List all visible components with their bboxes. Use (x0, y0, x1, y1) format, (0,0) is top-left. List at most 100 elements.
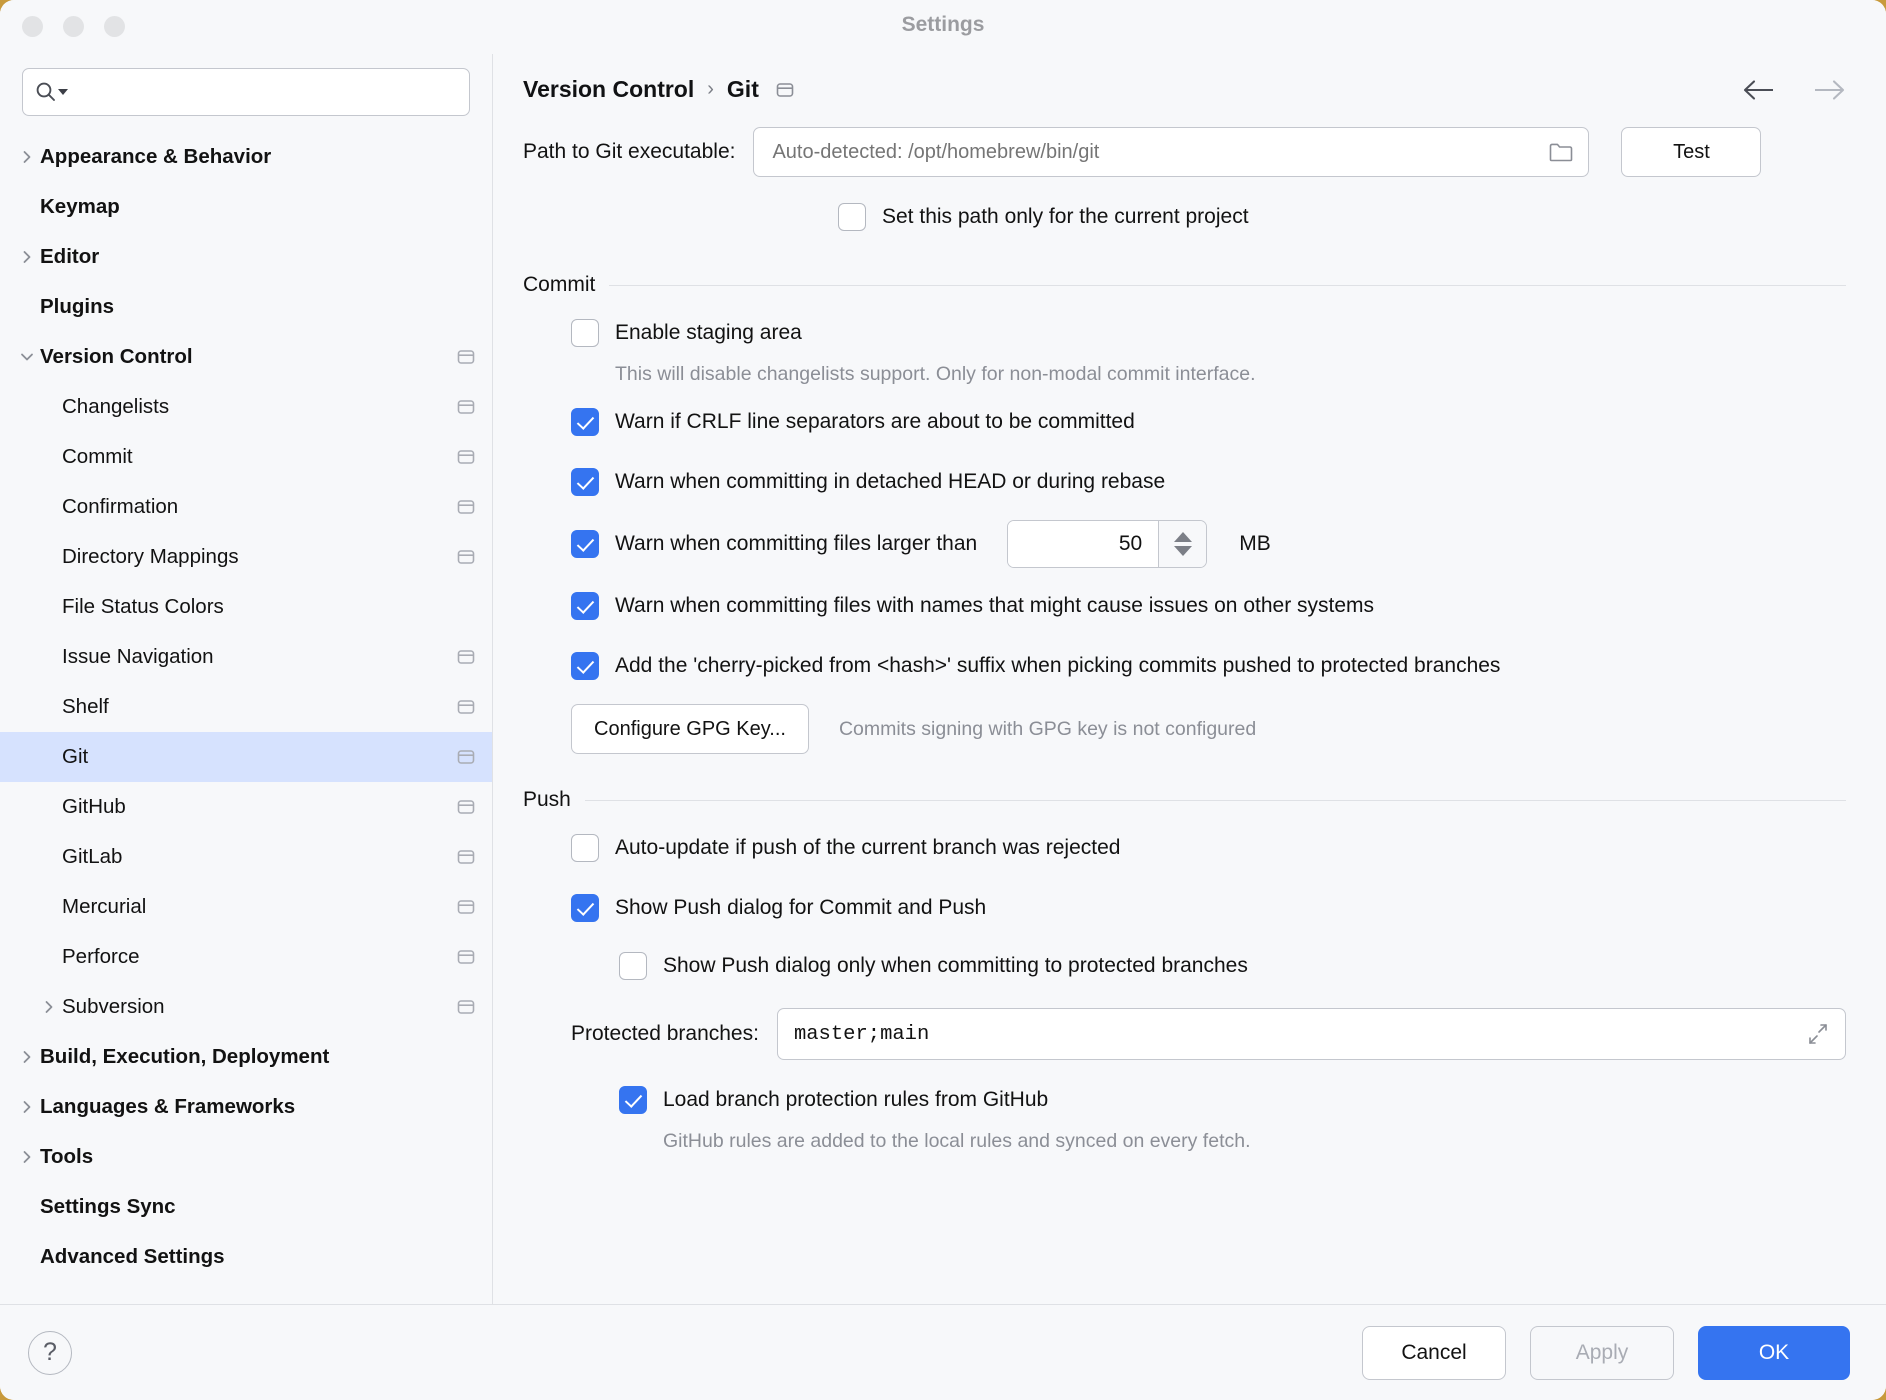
sidebar-item-label: Subversion (62, 995, 165, 1018)
load-github-rules-checkbox[interactable] (619, 1086, 647, 1114)
zoom-button[interactable] (104, 16, 125, 37)
sidebar-item-label: Languages & Frameworks (40, 1095, 296, 1118)
test-button[interactable]: Test (1621, 127, 1762, 177)
ok-button[interactable]: OK (1698, 1325, 1850, 1380)
sidebar-item-label: Mercurial (62, 895, 147, 918)
push-section-title: Push (523, 788, 571, 811)
warn-large-files-row: Warn when committing files larger than 5… (571, 520, 1846, 568)
sidebar-item-advanced-settings[interactable]: Advanced Settings (0, 1232, 492, 1282)
load-github-rules-row: Load branch protection rules from GitHub (571, 1078, 1846, 1122)
warn-names-checkbox[interactable] (571, 592, 599, 620)
chevron-right-icon[interactable] (14, 249, 40, 265)
show-push-dialog-checkbox[interactable] (571, 894, 599, 922)
sidebar-item-appearance-behavior[interactable]: Appearance & Behavior (0, 132, 492, 182)
sidebar-item-plugins[interactable]: Plugins (0, 282, 492, 332)
project-scope-icon (456, 947, 476, 967)
show-push-protected-checkbox[interactable] (619, 952, 647, 980)
sidebar-item-github[interactable]: GitHub (0, 782, 492, 832)
question-mark-icon[interactable]: ? (28, 1330, 72, 1375)
traffic-lights (22, 16, 125, 37)
stepper-arrows[interactable] (1158, 521, 1207, 567)
sidebar-item-shelf[interactable]: Shelf (0, 682, 492, 732)
show-push-protected-label: Show Push dialog only when committing to… (663, 954, 1248, 977)
sidebar-item-mercurial[interactable]: Mercurial (0, 882, 492, 932)
warn-detached-row: Warn when committing in detached HEAD or… (571, 460, 1846, 504)
large-file-size-value[interactable]: 50 (1008, 521, 1159, 567)
git-path-input[interactable] (772, 140, 1549, 164)
configure-gpg-key-button[interactable]: Configure GPG Key... (571, 704, 809, 754)
sidebar-item-build-execution-deployment[interactable]: Build, Execution, Deployment (0, 1032, 492, 1082)
breadcrumb: Version Control › Git (493, 54, 1886, 111)
sidebar-item-settings-sync[interactable]: Settings Sync (0, 1182, 492, 1232)
warn-crlf-checkbox[interactable] (571, 408, 599, 436)
search-input[interactable] (76, 81, 457, 103)
protected-branches-input[interactable] (793, 1022, 1805, 1046)
title-bar: Settings (0, 0, 1886, 54)
warn-large-files-checkbox[interactable] (571, 530, 599, 558)
project-scope-icon (456, 847, 476, 867)
breadcrumb-parent[interactable]: Version Control (523, 76, 695, 102)
search-box[interactable] (22, 68, 470, 116)
cancel-button[interactable]: Cancel (1362, 1325, 1506, 1380)
folder-icon[interactable] (1548, 141, 1574, 163)
sidebar-item-changelists[interactable]: Changelists (0, 382, 492, 432)
search-container (0, 54, 492, 128)
warn-names-row: Warn when committing files with names th… (571, 584, 1846, 628)
chevron-right-icon[interactable] (14, 1149, 40, 1165)
enable-staging-hint: This will disable changelists support. O… (615, 363, 1256, 385)
warn-crlf-label: Warn if CRLF line separators are about t… (615, 410, 1135, 433)
section-divider (584, 799, 1846, 801)
close-button[interactable] (22, 16, 43, 37)
show-push-protected-row: Show Push dialog only when committing to… (571, 944, 1846, 988)
sidebar-item-directory-mappings[interactable]: Directory Mappings (0, 532, 492, 582)
show-push-dialog-row: Show Push dialog for Commit and Push (571, 886, 1846, 930)
sidebar-item-label: GitHub (62, 795, 126, 818)
sidebar-item-tools[interactable]: Tools (0, 1132, 492, 1182)
triangle-down-icon[interactable] (58, 87, 68, 97)
enable-staging-checkbox[interactable] (571, 319, 599, 347)
sidebar-item-perforce[interactable]: Perforce (0, 932, 492, 982)
arrow-right-icon[interactable] (1812, 78, 1846, 102)
dialog-footer: ? Cancel Apply OK (0, 1304, 1886, 1400)
protected-branches-field[interactable] (776, 1008, 1846, 1060)
project-only-checkbox[interactable] (838, 203, 866, 231)
git-path-label: Path to Git executable: (523, 140, 736, 163)
large-file-size-stepper[interactable]: 50 (1007, 520, 1208, 568)
auto-update-checkbox[interactable] (571, 834, 599, 862)
warn-names-label: Warn when committing files with names th… (615, 594, 1375, 617)
expand-diagonal-icon[interactable] (1805, 1021, 1831, 1047)
minimize-button[interactable] (63, 16, 84, 37)
chevron-right-icon[interactable] (14, 1049, 40, 1065)
warn-large-files-label: Warn when committing files larger than (615, 532, 978, 555)
chevron-right-icon[interactable] (14, 1099, 40, 1115)
sidebar-item-issue-navigation[interactable]: Issue Navigation (0, 632, 492, 682)
sidebar-item-version-control[interactable]: Version Control (0, 332, 492, 382)
sidebar-item-file-status-colors[interactable]: File Status Colors (0, 582, 492, 632)
commit-section-title: Commit (523, 273, 596, 296)
sidebar-item-editor[interactable]: Editor (0, 232, 492, 282)
sidebar-item-keymap[interactable]: Keymap (0, 182, 492, 232)
git-path-field[interactable] (753, 127, 1590, 177)
cherry-pick-checkbox[interactable] (571, 652, 599, 680)
protected-branches-label: Protected branches: (571, 1022, 759, 1045)
sidebar-item-subversion[interactable]: Subversion (0, 982, 492, 1032)
sidebar-item-confirmation[interactable]: Confirmation (0, 482, 492, 532)
arrow-left-icon[interactable] (1742, 78, 1776, 102)
sidebar-item-label: Build, Execution, Deployment (40, 1045, 330, 1068)
sidebar-item-gitlab[interactable]: GitLab (0, 832, 492, 882)
chevron-right-icon[interactable] (14, 149, 40, 165)
sidebar-item-languages-frameworks[interactable]: Languages & Frameworks (0, 1082, 492, 1132)
chevron-down-icon[interactable] (14, 349, 40, 365)
chevron-right-icon[interactable] (36, 999, 62, 1015)
sidebar-item-label: Keymap (40, 195, 120, 218)
sidebar-item-commit[interactable]: Commit (0, 432, 492, 482)
stepper-up-icon[interactable] (1173, 532, 1192, 542)
sidebar-item-git[interactable]: Git (0, 732, 492, 782)
warn-detached-checkbox[interactable] (571, 468, 599, 496)
apply-button[interactable]: Apply (1530, 1325, 1674, 1380)
sidebar-item-label: Advanced Settings (40, 1245, 225, 1268)
stepper-down-icon[interactable] (1173, 546, 1192, 556)
